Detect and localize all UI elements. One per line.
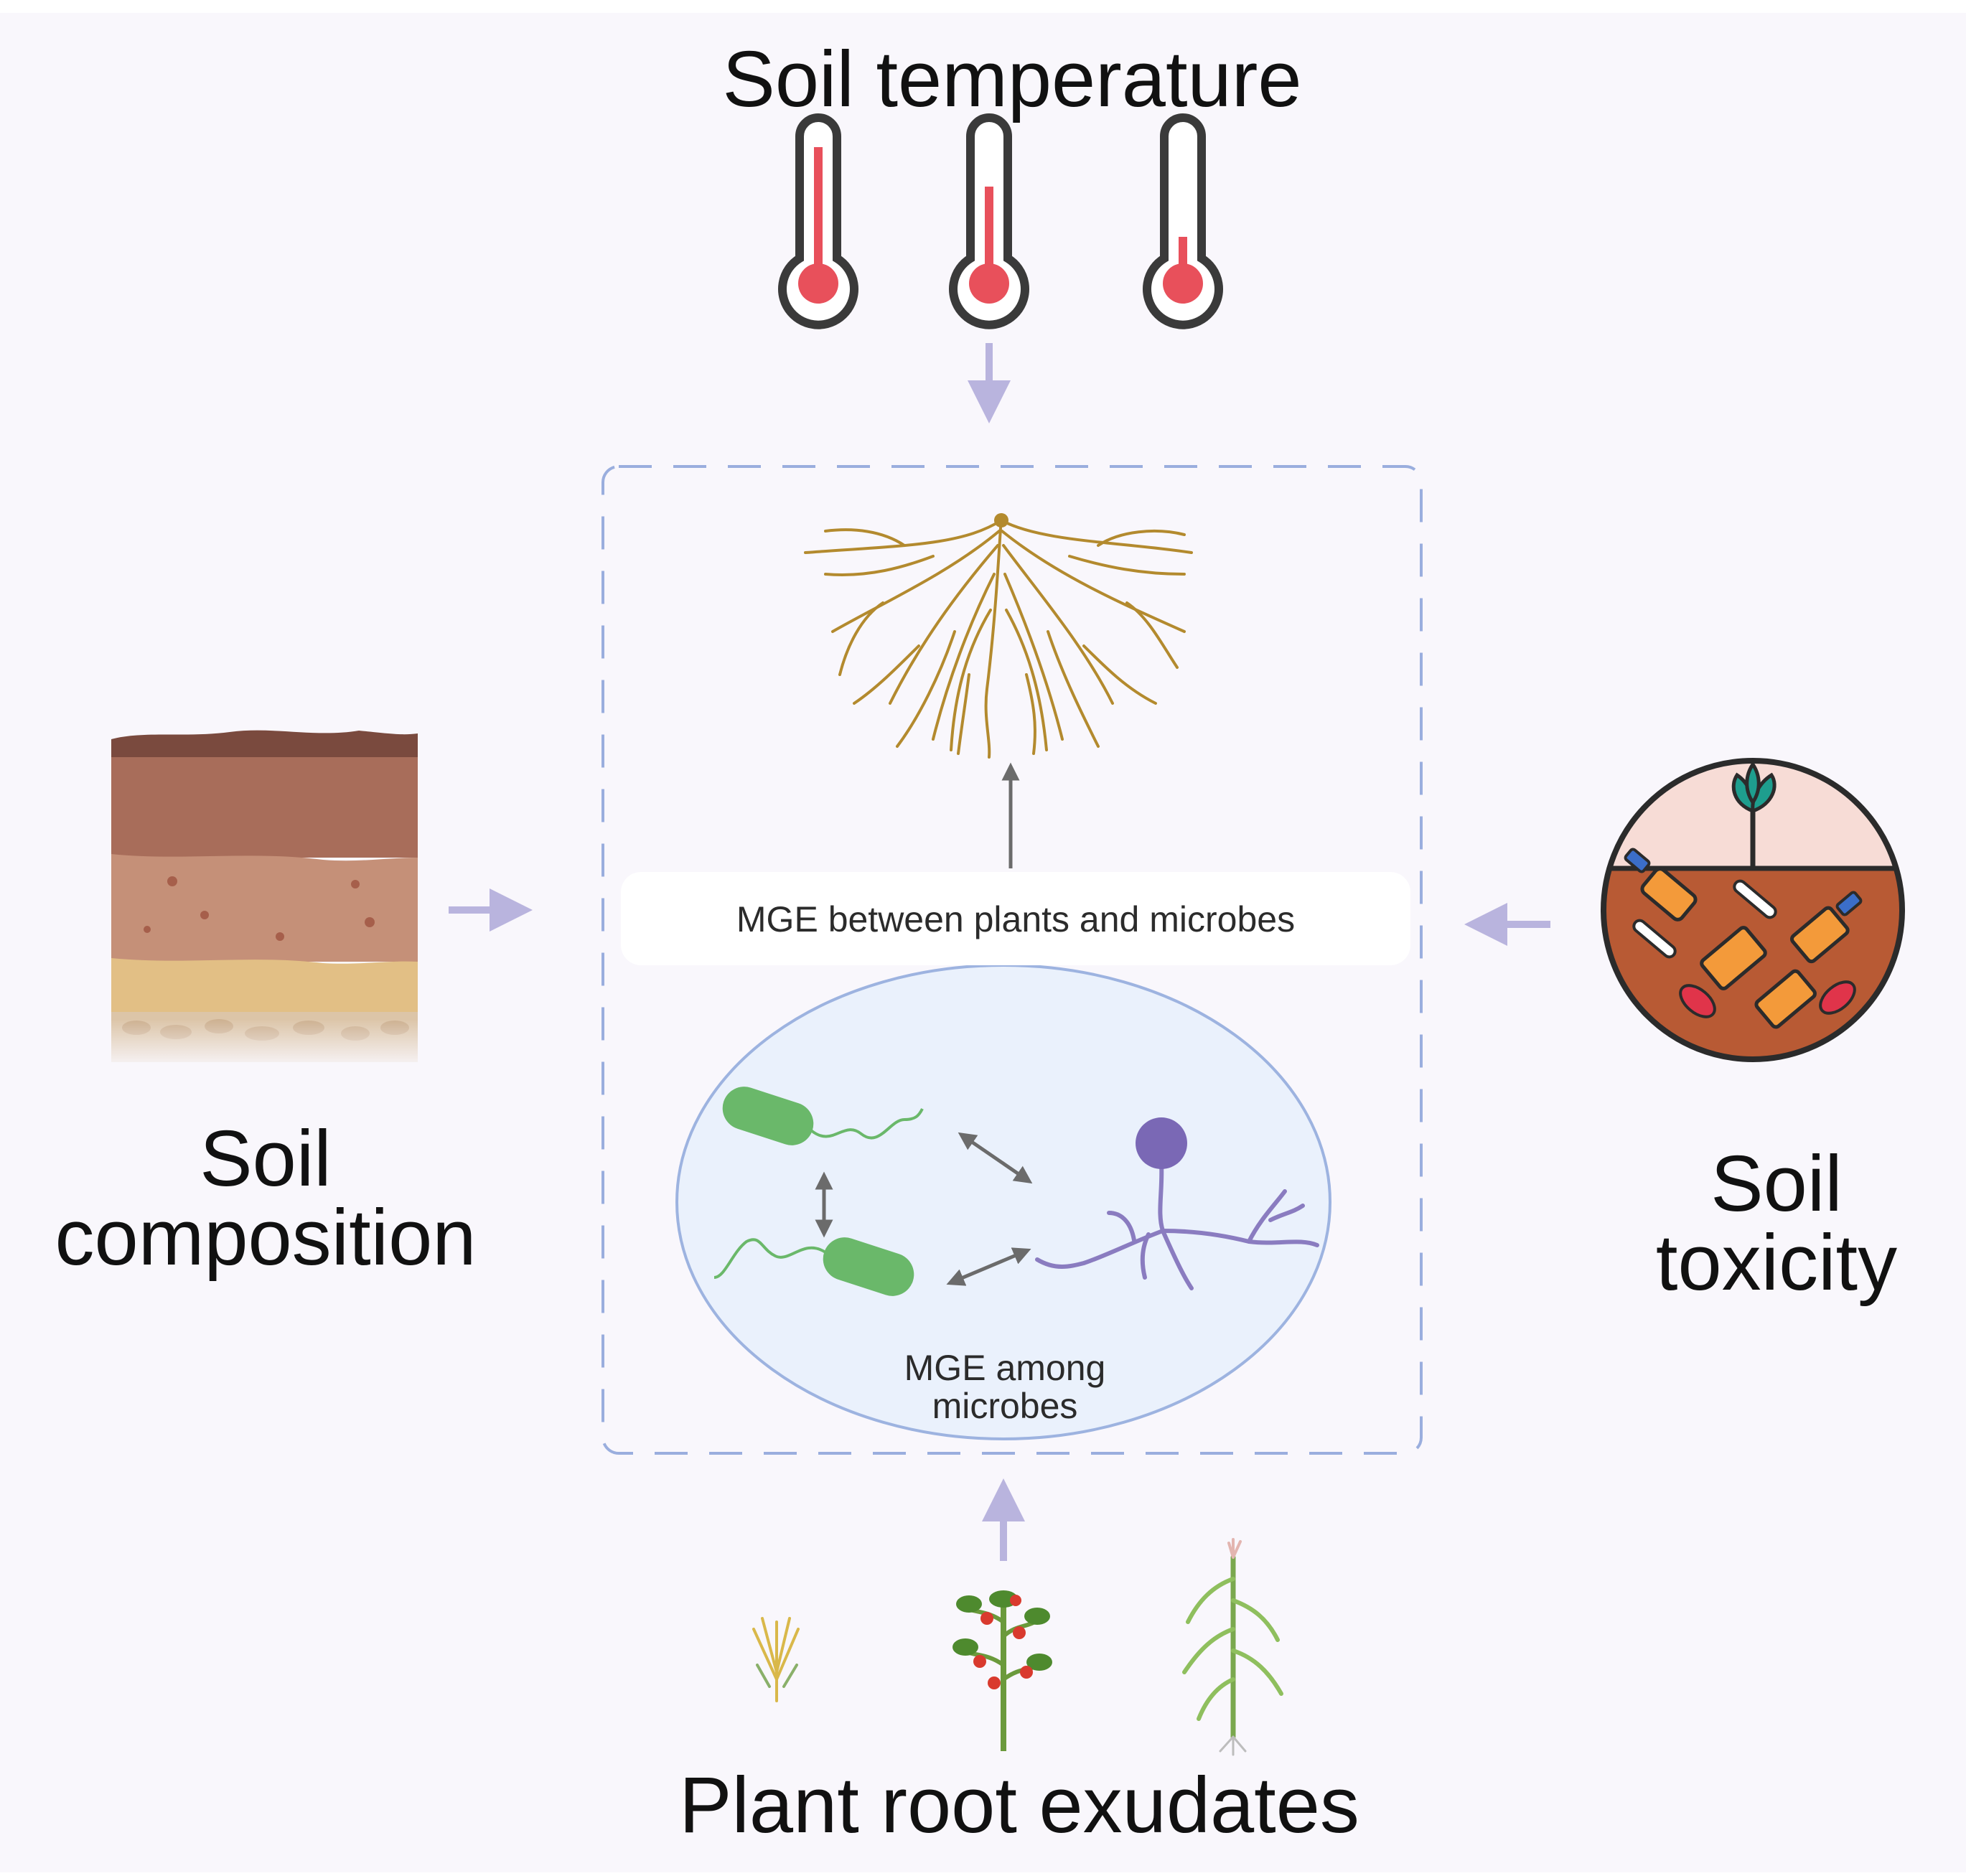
soil-temperature-label: Soil temperature [722,35,1302,123]
bacteria-icon [722,1087,924,1145]
central-dashed-box [601,465,1423,1455]
maize-plant-icon [1182,1538,1283,1756]
exchange-arrow [946,1247,1031,1286]
root-crown [994,513,1008,527]
soil-composition-label-line2: composition [55,1193,477,1282]
soil-composition-label: Soil composition [14,1120,517,1277]
exchange-arrow [958,1132,1033,1184]
thermometer-low-icon [1143,113,1223,329]
thermometer-mid-icon [949,113,1029,329]
fungus-spore-head [1136,1117,1187,1169]
soil-layers-icon [108,730,423,1069]
microbe-oval [675,964,1331,1440]
mge-among-microbes-line1: MGE among [904,1348,1106,1388]
mge-among-microbes-line2: microbes [932,1385,1078,1426]
soil-toxicity-label-line2: toxicity [1655,1219,1898,1307]
root-system-icon [804,515,1193,759]
mge-plants-microbes-box [621,872,1410,965]
mge-among-microbes-label: MGE among microbes [825,1349,1184,1425]
soil-toxicity-label: Soil toxicity [1608,1145,1945,1303]
tomato-plant-icon [952,1590,1052,1751]
soil-composition-label-line1: Soil [200,1115,332,1203]
bacteria-icon [713,1237,914,1296]
thermometer-high-icon [778,113,858,329]
mge-plants-microbes-label: MGE between plants and microbes [736,899,1296,939]
fungus-icon [1035,1160,1319,1290]
soil-toxicity-label-line1: Soil [1710,1140,1843,1228]
plant-root-exudates-label: Plant root exudates [679,1761,1359,1849]
wheat-plant-icon [752,1617,800,1702]
